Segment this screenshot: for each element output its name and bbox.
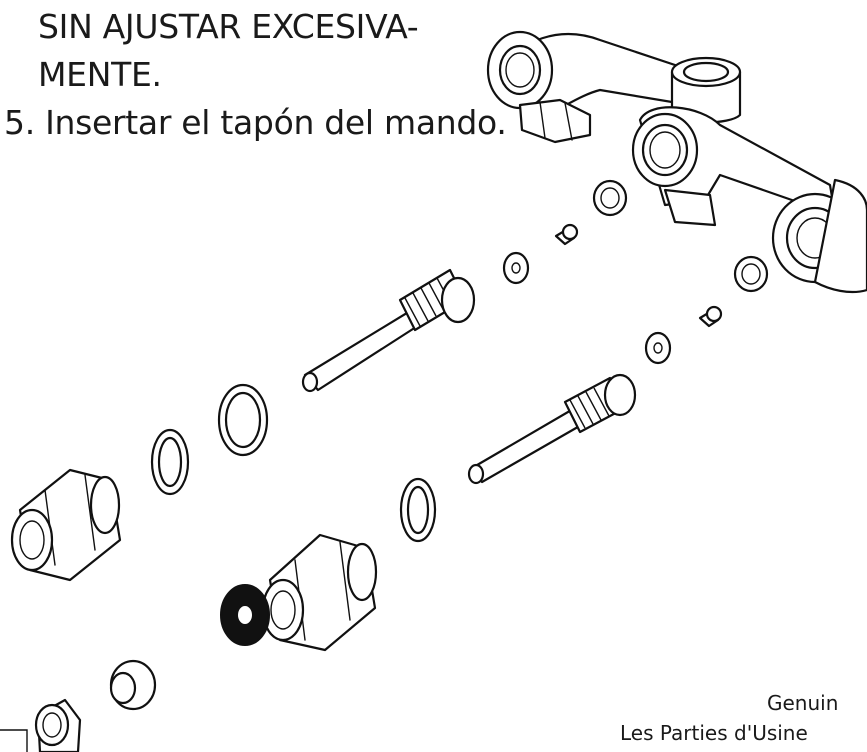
upper-seat-icon (592, 179, 628, 217)
footer-line-2: Les Parties d'Usine (620, 721, 808, 745)
spacer-ring-icon (109, 659, 157, 711)
upper-washer-icon (502, 251, 530, 285)
lower-washer-icon (644, 331, 672, 365)
lower-seat-icon (733, 255, 769, 293)
upper-screw-icon (554, 223, 579, 246)
bottom-hex-fitting-icon (34, 698, 82, 752)
upper-oring-icon (150, 428, 190, 496)
instruction-line-2: MENTE. (38, 55, 162, 94)
instruction-line-3: 5. Insertar el tapón del mando. (4, 103, 507, 142)
footer-line-1: Genuin (767, 691, 839, 715)
valve-body-icon (486, 30, 867, 294)
upper-hex-nut-icon (10, 468, 122, 582)
corner-bracket (0, 729, 28, 752)
upper-large-washer-icon (217, 383, 269, 457)
upper-stem-icon (301, 268, 476, 393)
rubber-washer-icon (220, 584, 270, 646)
lower-oring-icon (399, 477, 437, 543)
lower-stem-icon (467, 373, 637, 485)
instruction-line-1: SIN AJUSTAR EXCESIVA- (38, 7, 419, 46)
lower-hex-nut-icon (261, 533, 378, 652)
lower-screw-icon (698, 305, 723, 328)
